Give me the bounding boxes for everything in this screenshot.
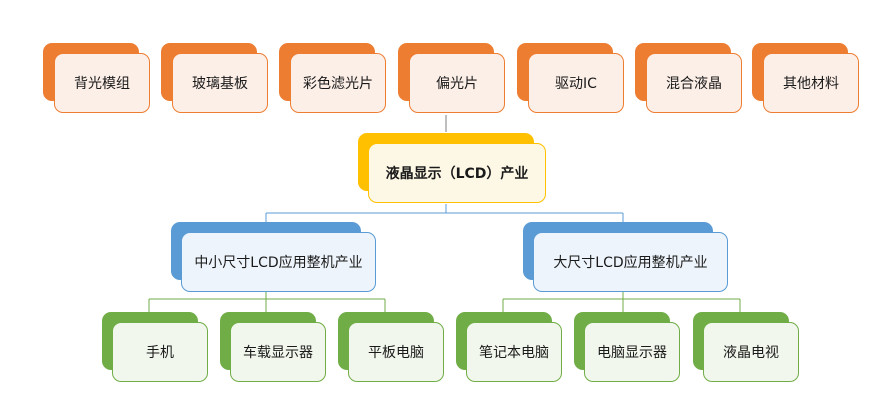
node-label: 驱动IC — [528, 53, 624, 113]
node-label: 电脑显示器 — [584, 322, 680, 382]
node-label: 彩色滤光片 — [290, 53, 386, 113]
node-label: 中小尺寸LCD应用整机产业 — [181, 232, 376, 292]
node-label: 液晶电视 — [703, 322, 799, 382]
node-label: 车载显示器 — [230, 322, 326, 382]
node-label: 其他材料 — [763, 53, 859, 113]
node-label: 大尺寸LCD应用整机产业 — [533, 232, 728, 292]
node-label: 混合液晶 — [646, 53, 742, 113]
node-label: 玻璃基板 — [172, 53, 268, 113]
node-label: 液晶显示（LCD）产业 — [368, 143, 546, 203]
node-label: 偏光片 — [409, 53, 505, 113]
node-label: 笔记本电脑 — [466, 322, 562, 382]
node-label: 背光模组 — [54, 53, 150, 113]
node-label: 平板电脑 — [348, 322, 444, 382]
node-label: 手机 — [112, 322, 208, 382]
